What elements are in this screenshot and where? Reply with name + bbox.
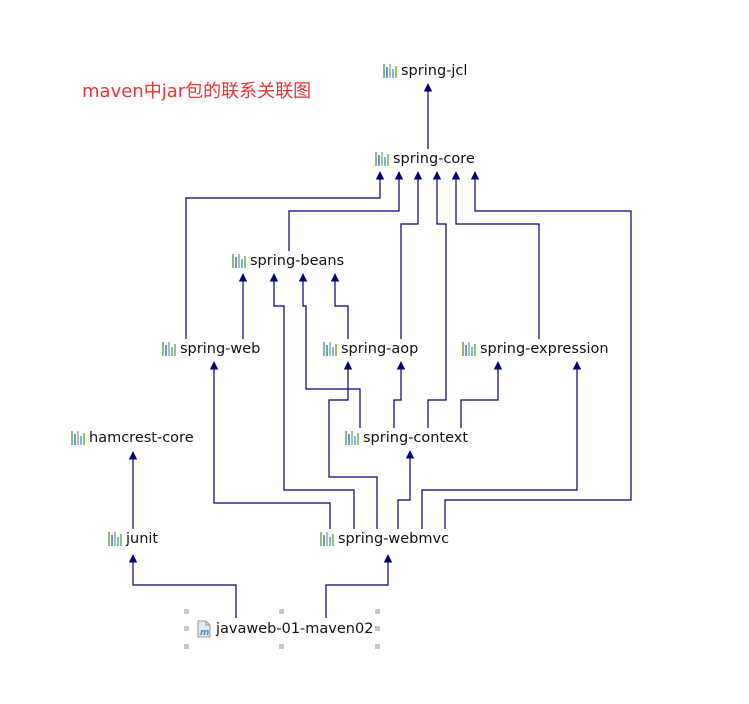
jar-library-icon xyxy=(162,342,176,356)
edge-root-to-webmvc xyxy=(325,554,393,618)
edge-aop-to-beans xyxy=(330,273,349,339)
edge-aop-to-core xyxy=(400,171,423,339)
edge-context-to-aop xyxy=(393,361,406,428)
node-label: spring-expression xyxy=(480,341,609,357)
diagram-title: maven中jar包的联系关联图 xyxy=(82,81,312,102)
selection-handle[interactable] xyxy=(279,644,284,649)
node-label: hamcrest-core xyxy=(89,430,194,446)
svg-text:m: m xyxy=(200,628,209,638)
node-label: spring-web xyxy=(180,341,261,357)
node-spring-context[interactable]: spring-context xyxy=(345,430,468,446)
node-label: javaweb-01-maven02 xyxy=(216,621,374,637)
edge-context-to-expression xyxy=(460,361,503,428)
node-spring-core[interactable]: spring-core xyxy=(375,151,475,167)
jar-library-icon xyxy=(320,532,334,546)
edge-web-to-core xyxy=(185,171,385,339)
node-spring-jcl[interactable]: spring-jcl xyxy=(383,63,467,79)
selection-handle[interactable] xyxy=(375,609,380,614)
node-spring-aop[interactable]: spring-aop xyxy=(323,341,418,357)
jar-library-icon xyxy=(323,342,337,356)
maven-project-icon: m xyxy=(197,620,211,638)
edge-beans-to-core xyxy=(288,171,404,251)
node-spring-beans[interactable]: spring-beans xyxy=(232,253,344,269)
edge-webmvc-to-expression xyxy=(421,361,582,529)
node-junit[interactable]: junit xyxy=(108,531,158,547)
node-label: spring-core xyxy=(393,151,475,167)
selection-handle[interactable] xyxy=(184,644,189,649)
node-hamcrest-core[interactable]: hamcrest-core xyxy=(71,430,194,446)
selection-handle[interactable] xyxy=(375,626,380,631)
node-label: junit xyxy=(126,531,159,547)
node-label: spring-beans xyxy=(250,253,345,269)
edge-webmvc-to-context xyxy=(397,450,415,529)
node-spring-web[interactable]: spring-web xyxy=(162,341,260,357)
jar-library-icon xyxy=(462,342,476,356)
edge-webmvc-to-core xyxy=(444,171,632,529)
node-label: spring-webmvc xyxy=(338,531,450,547)
edge-webmvc-to-beans xyxy=(269,273,355,529)
selection-handle[interactable] xyxy=(184,609,189,614)
selection-handle[interactable] xyxy=(184,626,189,631)
edge-webmvc-to-aop xyxy=(328,361,378,529)
node-label: spring-aop xyxy=(341,341,419,357)
edge-webmvc-to-web xyxy=(209,361,331,529)
node-spring-webmvc[interactable]: spring-webmvc xyxy=(320,531,449,547)
jar-library-icon xyxy=(71,431,85,445)
jar-library-icon xyxy=(383,64,397,78)
selection-handle[interactable] xyxy=(279,609,284,614)
node-spring-expression[interactable]: spring-expression xyxy=(462,341,609,357)
node-label: spring-context xyxy=(363,430,469,446)
selection-handle[interactable] xyxy=(375,644,380,649)
jar-library-icon xyxy=(232,254,246,268)
edge-expression-to-core xyxy=(451,171,540,339)
jar-library-icon xyxy=(108,532,122,546)
node-root-project[interactable]: m javaweb-01-maven02 xyxy=(184,609,380,649)
jar-library-icon xyxy=(375,152,389,166)
jar-library-icon xyxy=(345,431,359,445)
edge-root-to-junit xyxy=(128,554,237,618)
node-label: spring-jcl xyxy=(401,63,468,79)
edge-context-to-core xyxy=(427,171,447,428)
edge-context-to-beans xyxy=(298,273,361,428)
